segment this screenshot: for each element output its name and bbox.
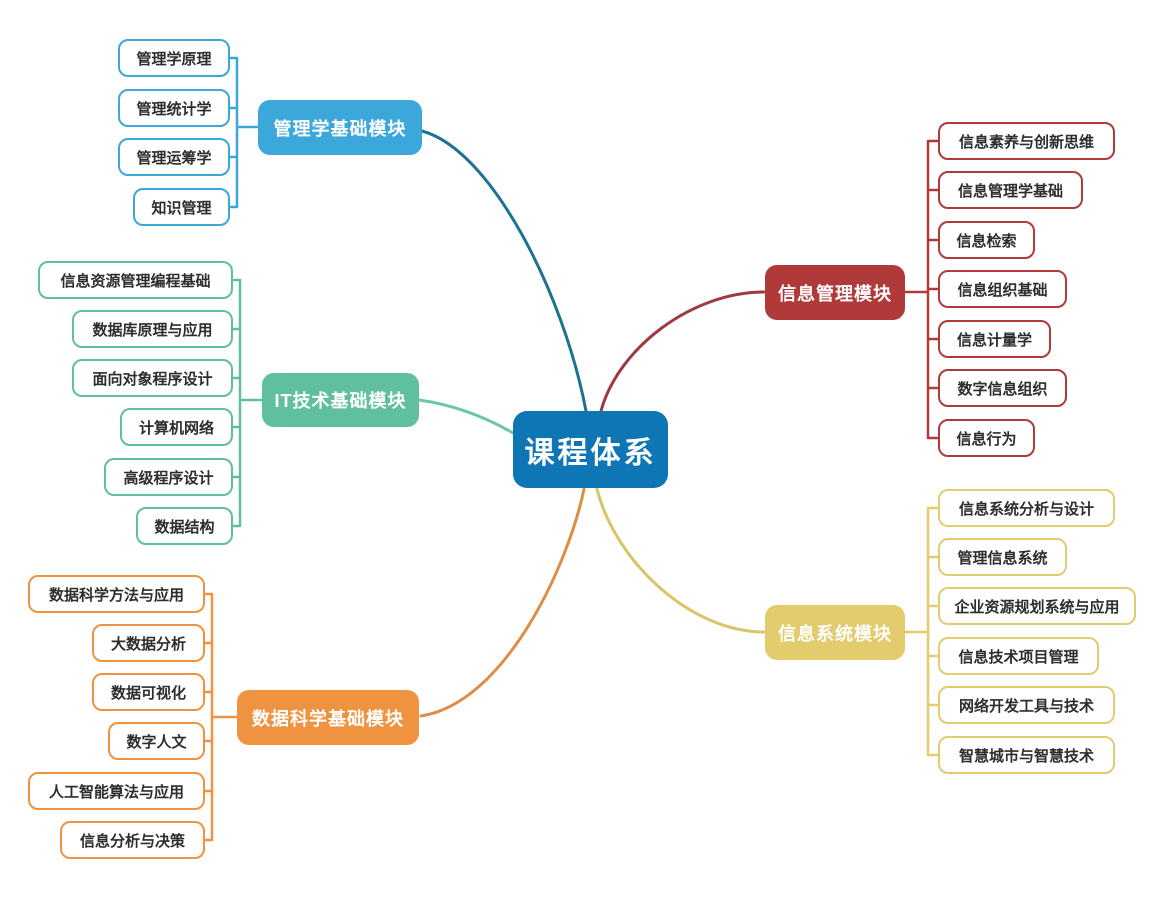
course-node[interactable]: 信息计量学: [938, 320, 1051, 358]
course-node[interactable]: 信息资源管理编程基础: [38, 261, 233, 299]
course-node[interactable]: 网络开发工具与技术: [938, 686, 1115, 724]
branch-curve-management: [420, 129, 588, 413]
course-node[interactable]: 知识管理: [133, 188, 230, 226]
course-node[interactable]: 数据库原理与应用: [72, 310, 233, 348]
course-node[interactable]: 信息分析与决策: [60, 821, 205, 859]
central-topic[interactable]: 课程体系: [513, 411, 668, 488]
course-node[interactable]: 数据科学方法与应用: [28, 575, 205, 613]
branch-topic-management-foundation[interactable]: 管理学基础模块: [258, 100, 422, 155]
branch-topic-info-management[interactable]: 信息管理模块: [765, 265, 905, 320]
branch-curve-info-system: [595, 487, 766, 634]
course-node[interactable]: 信息行为: [938, 419, 1035, 457]
bracket-info-management: [903, 139, 940, 440]
bracket-it: [231, 278, 264, 528]
course-node[interactable]: 管理运筹学: [118, 138, 230, 176]
course-node[interactable]: 数字信息组织: [938, 369, 1067, 407]
bracket-management: [228, 56, 260, 209]
course-node[interactable]: 计算机网络: [120, 408, 233, 446]
branch-topic-it-foundation[interactable]: IT技术基础模块: [262, 373, 419, 427]
bracket-info-system: [903, 506, 940, 757]
branch-curve-data-science: [419, 487, 586, 718]
course-node[interactable]: 管理学原理: [118, 39, 230, 77]
branch-curve-it: [417, 398, 515, 435]
course-node[interactable]: 数据结构: [136, 507, 233, 545]
course-node[interactable]: 信息技术项目管理: [938, 637, 1099, 675]
course-node[interactable]: 数据可视化: [92, 673, 205, 711]
course-node[interactable]: 企业资源规划系统与应用: [938, 587, 1136, 625]
course-node[interactable]: 信息组织基础: [938, 270, 1067, 308]
course-node[interactable]: 数字人文: [108, 722, 205, 760]
bracket-data-science: [203, 592, 239, 842]
course-node[interactable]: 大数据分析: [92, 624, 205, 662]
course-node[interactable]: 信息检索: [938, 221, 1035, 259]
course-node[interactable]: 管理信息系统: [938, 538, 1067, 576]
course-node[interactable]: 信息系统分析与设计: [938, 489, 1115, 527]
branch-topic-data-science-foundation[interactable]: 数据科学基础模块: [237, 690, 419, 745]
course-node[interactable]: 人工智能算法与应用: [28, 772, 205, 810]
course-node[interactable]: 信息素养与创新思维: [938, 122, 1115, 160]
course-node[interactable]: 面向对象程序设计: [72, 359, 233, 397]
course-node[interactable]: 高级程序设计: [104, 458, 233, 496]
branch-curve-info-management: [599, 290, 766, 413]
course-node[interactable]: 信息管理学基础: [938, 171, 1083, 209]
course-node[interactable]: 智慧城市与智慧技术: [938, 736, 1115, 774]
course-node[interactable]: 管理统计学: [118, 89, 230, 127]
branch-topic-info-system[interactable]: 信息系统模块: [765, 605, 905, 660]
